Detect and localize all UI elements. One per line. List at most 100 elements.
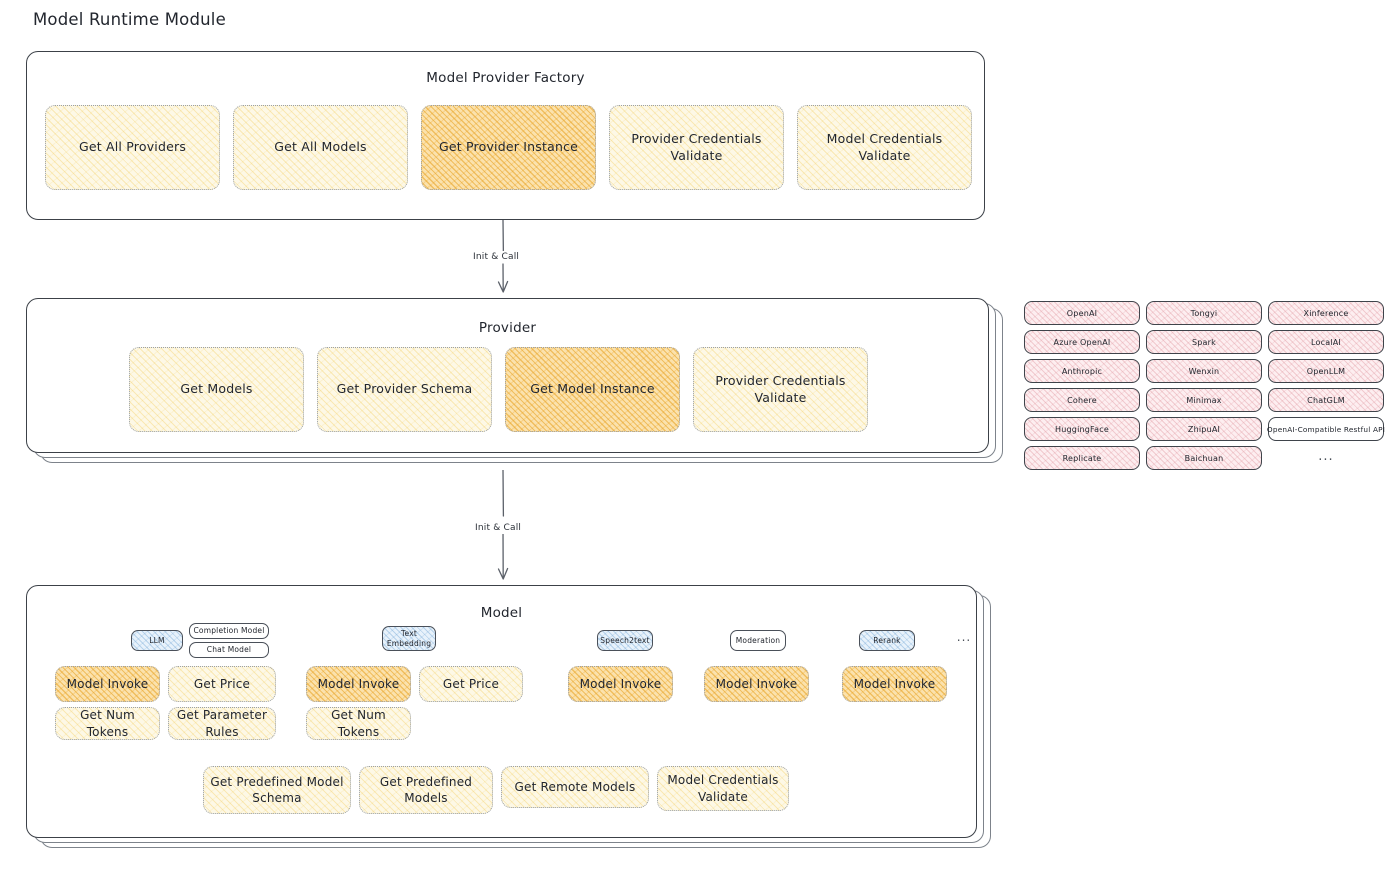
model-subtype-chip-chat-model[interactable]: Chat Model (189, 642, 269, 658)
model-type-chip-rerank[interactable]: Rerank (859, 630, 915, 651)
method-label: Model Invoke (317, 676, 400, 691)
provider-tag-label: Replicate (1062, 453, 1102, 463)
model-type-label: Text Embedding (386, 629, 432, 648)
model-subtype-label: Completion Model (193, 626, 265, 636)
method-label: Get Predefined Model Schema (210, 774, 344, 805)
model-type-chip-moderation[interactable]: Moderation (730, 630, 786, 651)
provider-tag-label: OpenLLM (1306, 366, 1346, 376)
arrow-down-icon (497, 219, 509, 293)
common-method-get-remote-models[interactable]: Get Remote Models (501, 766, 649, 808)
method-label: Model Invoke (579, 676, 662, 691)
provider-tag-huggingface[interactable]: HuggingFace (1024, 417, 1140, 441)
provider-tag-cohere[interactable]: Cohere (1024, 388, 1140, 412)
moderation-method-model-invoke[interactable]: Model Invoke (704, 666, 809, 702)
provider-tag-label: OpenAI (1066, 308, 1098, 318)
model-type-chip-speech2text[interactable]: Speech2text (597, 630, 653, 651)
provider-tag-label: Baichuan (1184, 453, 1224, 463)
provider-tag-openai[interactable]: OpenAI (1024, 301, 1140, 325)
common-method-get-predefined-model-schema[interactable]: Get Predefined Model Schema (203, 766, 351, 814)
provider-tag-label: Wenxin (1188, 366, 1220, 376)
provider-tag-minimax[interactable]: Minimax (1146, 388, 1262, 412)
factory-box-model-credentials-validate[interactable]: Model Credentials Validate (797, 105, 972, 190)
provider-tag-azure-openai[interactable]: Azure OpenAI (1024, 330, 1140, 354)
factory-box-label: Provider Credentials Validate (631, 130, 762, 163)
provider-tag-label: Azure OpenAI (1053, 337, 1111, 347)
provider-tag-replicate[interactable]: Replicate (1024, 446, 1140, 470)
provider-tag-xinference[interactable]: Xinference (1268, 301, 1384, 325)
provider-tag-label: Spark (1192, 337, 1216, 347)
provider-box-provider-credentials-validate[interactable]: Provider Credentials Validate (693, 347, 868, 432)
method-label: Get Predefined Models (379, 774, 473, 805)
text-embedding-method-get-num-tokens[interactable]: Get Num Tokens (306, 707, 411, 740)
provider-tag-zhipuai[interactable]: ZhipuAI (1146, 417, 1262, 441)
provider-tag-openai-compatible-restful-api[interactable]: OpenAI-Compatible Restful API (1266, 417, 1386, 441)
provider-title: Provider (478, 320, 537, 336)
rerank-method-model-invoke[interactable]: Model Invoke (842, 666, 947, 702)
text-embedding-method-model-invoke[interactable]: Model Invoke (306, 666, 411, 702)
provider-tag-chatglm[interactable]: ChatGLM (1268, 388, 1384, 412)
factory-box-label: Get All Models (274, 139, 367, 155)
model-provider-factory-title: Model Provider Factory (426, 70, 585, 86)
method-label: Get Num Tokens (80, 708, 135, 739)
provider-tag-localai[interactable]: LocalAI (1268, 330, 1384, 354)
factory-box-get-all-models[interactable]: Get All Models (233, 105, 408, 190)
page-title: Model Runtime Module (33, 10, 226, 29)
connector-provider-to-model (486, 469, 520, 585)
factory-box-get-all-providers[interactable]: Get All Providers (45, 105, 220, 190)
provider-box-label: Get Model Instance (530, 381, 655, 397)
model-title: Model (480, 605, 523, 621)
provider-tag-label: LocalAI (1311, 337, 1341, 347)
model-provider-factory-panel: Model Provider Factory Get All Providers… (26, 51, 985, 220)
provider-tag-label: ZhipuAI (1187, 424, 1221, 434)
llm-method-get-price[interactable]: Get Price (168, 666, 276, 702)
provider-box-get-provider-schema[interactable]: Get Provider Schema (317, 347, 492, 432)
provider-tag-anthropic[interactable]: Anthropic (1024, 359, 1140, 383)
method-label: Get Remote Models (514, 779, 636, 794)
factory-box-provider-credentials-validate[interactable]: Provider Credentials Validate (609, 105, 784, 190)
model-type-chip-text-embedding[interactable]: Text Embedding (382, 626, 436, 651)
model-type-label: LLM (149, 635, 165, 645)
connector-factory-to-provider (486, 219, 520, 298)
provider-tag-label: Xinference (1303, 308, 1349, 318)
provider-tag-label: HuggingFace (1055, 424, 1109, 434)
llm-method-get-num-tokens[interactable]: Get Num Tokens (55, 707, 160, 740)
model-type-label: Rerank (873, 635, 901, 645)
provider-tag-spark[interactable]: Spark (1146, 330, 1262, 354)
provider-tag-baichuan[interactable]: Baichuan (1146, 446, 1262, 470)
method-label: Get Parameter Rules (176, 708, 268, 739)
method-label: Get Num Tokens (331, 708, 386, 739)
model-subtype-chip-completion-model[interactable]: Completion Model (189, 623, 269, 639)
provider-tag-label: OpenAI-Compatible Restful API (1266, 424, 1386, 434)
connector-label-init-and-call-1: Init & Call (470, 251, 523, 263)
provider-box-get-models[interactable]: Get Models (129, 347, 304, 432)
factory-box-get-provider-instance[interactable]: Get Provider Instance (421, 105, 596, 190)
speech2text-method-model-invoke[interactable]: Model Invoke (568, 666, 673, 702)
provider-tag-label: Cohere (1067, 395, 1097, 405)
provider-box-label: Get Provider Schema (336, 381, 473, 397)
model-types-more-ellipsis: ... (956, 630, 972, 644)
provider-tag-tongyi[interactable]: Tongyi (1146, 301, 1262, 325)
common-method-model-credentials-validate[interactable]: Model Credentials Validate (657, 766, 789, 811)
provider-box-label: Provider Credentials Validate (715, 372, 846, 405)
method-label: Model Invoke (853, 676, 936, 691)
provider-tag-wenxin[interactable]: Wenxin (1146, 359, 1262, 383)
connector-label-init-and-call-2: Init & Call (472, 522, 525, 534)
provider-tag-label: Minimax (1186, 395, 1222, 405)
factory-box-label: Get All Providers (78, 139, 187, 155)
provider-panel: Provider Get Models Get Provider Schema … (26, 298, 989, 453)
method-label: Get Price (442, 676, 500, 691)
provider-tag-label: Tongyi (1190, 308, 1218, 318)
llm-method-get-parameter-rules[interactable]: Get Parameter Rules (168, 707, 276, 740)
provider-box-get-model-instance[interactable]: Get Model Instance (505, 347, 680, 432)
llm-method-model-invoke[interactable]: Model Invoke (55, 666, 160, 702)
text-embedding-method-get-price[interactable]: Get Price (419, 666, 523, 702)
model-type-chip-llm[interactable]: LLM (131, 630, 183, 651)
model-subtype-label: Chat Model (206, 645, 252, 655)
method-label: Get Price (193, 676, 251, 691)
provider-tag-openllm[interactable]: OpenLLM (1268, 359, 1384, 383)
provider-tag-label: Anthropic (1061, 366, 1103, 376)
provider-tag-grid: OpenAI Azure OpenAI Anthropic Cohere Hug… (1024, 301, 1386, 471)
provider-tag-label: ChatGLM (1307, 395, 1345, 405)
common-method-get-predefined-models[interactable]: Get Predefined Models (359, 766, 493, 814)
factory-box-label: Model Credentials Validate (826, 130, 943, 163)
